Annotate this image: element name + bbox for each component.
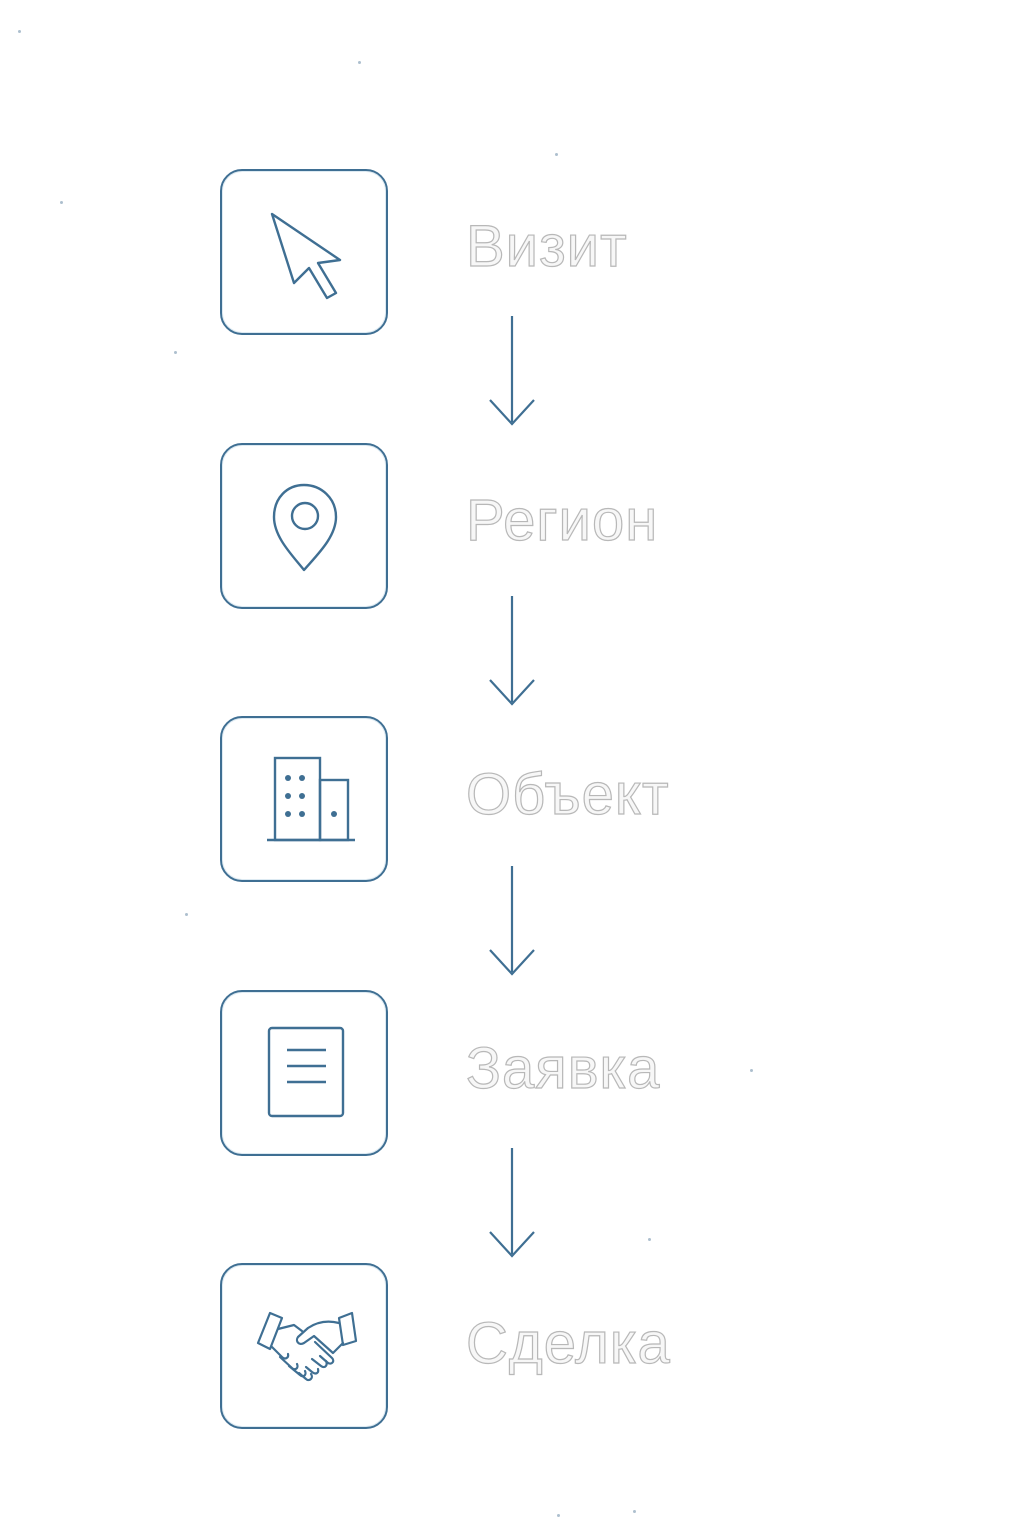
arrow-down-icon [489,1148,535,1258]
step-region-card [220,443,388,609]
arrow-down-icon [489,316,535,426]
step-region-label: Регион [465,488,659,553]
decorative-speck [557,1514,560,1517]
decorative-speck [555,153,558,156]
step-visit-label: Визит [465,214,628,279]
step-object-card [220,716,388,882]
step-request-label: Заявка [465,1036,661,1101]
cursor-icon [270,212,342,300]
step-request-card [220,990,388,1156]
decorative-speck [358,61,361,64]
decorative-speck [648,1238,651,1241]
location-pin-icon [272,483,338,572]
buildings-icon [267,756,355,842]
step-deal-card [220,1263,388,1429]
decorative-speck [750,1069,753,1072]
decorative-speck [174,351,177,354]
handshake-icon [256,1311,358,1382]
decorative-speck [185,913,188,916]
decorative-speck [18,30,21,33]
arrow-down-icon [489,596,535,706]
decorative-speck [633,1510,636,1513]
document-icon [267,1026,345,1118]
step-deal-label: Сделка [465,1311,671,1376]
arrow-down-icon [489,866,535,976]
step-object-label: Объект [465,762,670,827]
decorative-speck [60,201,63,204]
step-visit-card [220,169,388,335]
